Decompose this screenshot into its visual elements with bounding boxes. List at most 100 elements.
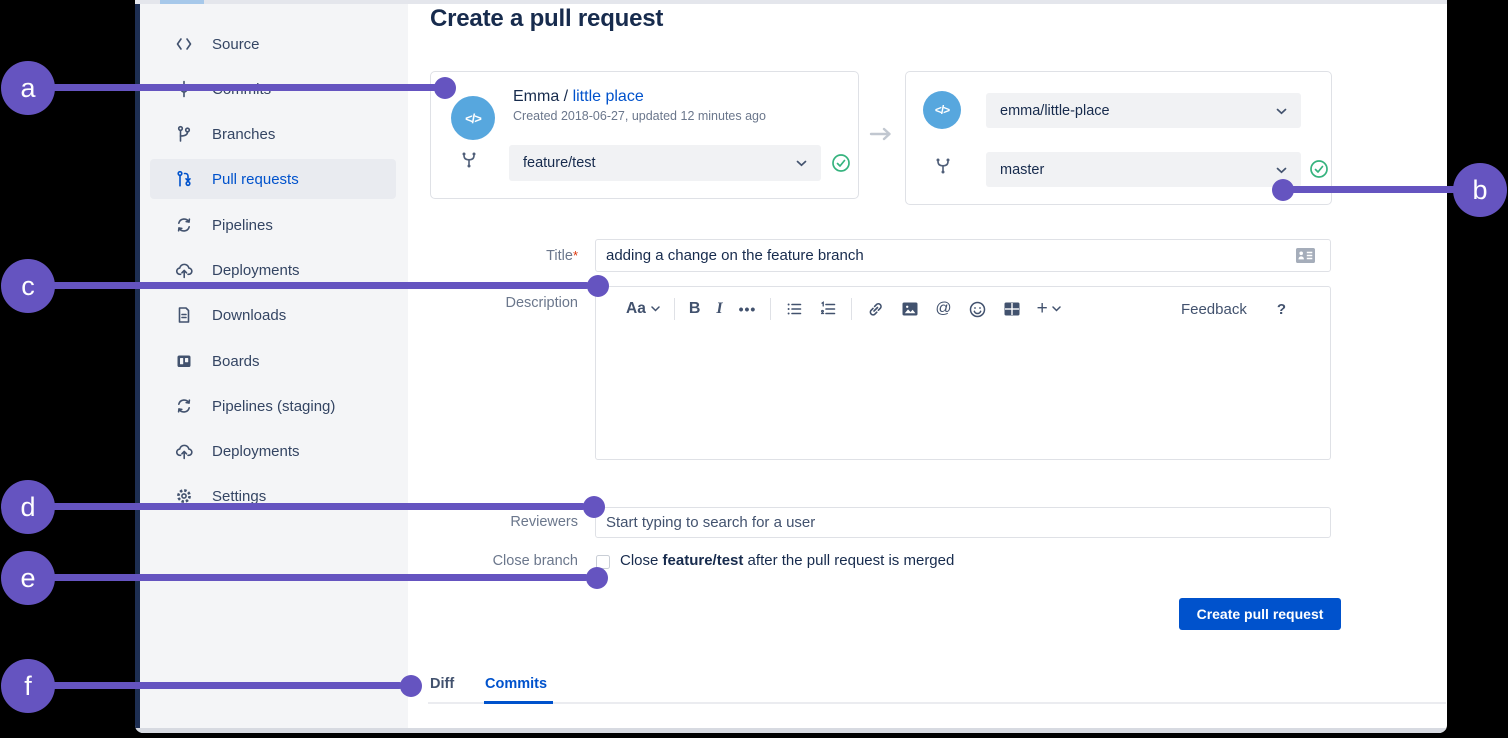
annotation-dot-e (586, 567, 608, 589)
branch-icon (933, 156, 953, 181)
more-formatting-button[interactable]: ••• (738, 301, 757, 317)
feedback-link[interactable]: Feedback (1180, 300, 1247, 318)
sidebar-item-downloads[interactable]: Downloads (150, 295, 396, 335)
code-glyph: </> (465, 110, 482, 126)
sidebar-item-boards[interactable]: Boards (150, 341, 396, 381)
source-branch-valid-icon (831, 153, 851, 178)
pipelines-icon (175, 216, 193, 234)
sidebar-item-pipelines-staging[interactable]: Pipelines (staging) (150, 386, 396, 426)
destination-branch-select[interactable]: master (986, 152, 1301, 187)
description-editor: Aa B I ••• @ (595, 286, 1331, 460)
annotation-line-f (50, 682, 403, 689)
annotation-line-b (1288, 186, 1458, 193)
toolbar-divider (770, 298, 772, 320)
pull-request-icon (175, 170, 193, 188)
boards-icon (175, 352, 193, 370)
annotation-marker-f: f (1, 659, 55, 713)
annotation-dot-b (1272, 179, 1294, 201)
sidebar-item-source[interactable]: Source (150, 24, 396, 64)
required-asterisk: * (572, 248, 578, 263)
chevron-down-icon (796, 155, 807, 171)
tab-active-indicator (484, 701, 553, 704)
chevron-down-icon (651, 306, 660, 312)
code-icon (175, 35, 193, 53)
repo-owner: Emma (513, 88, 564, 105)
close-branch-text: Close feature/test after the pull reques… (620, 552, 955, 569)
bottom-edge-strip (135, 728, 1447, 733)
tab-diff[interactable]: Diff (430, 676, 455, 692)
editor-toolbar: Aa B I ••• @ (596, 287, 1330, 331)
insert-more-button[interactable]: + (1037, 298, 1061, 320)
sidebar-item-branches[interactable]: Branches (150, 114, 396, 154)
toolbar-divider (673, 298, 675, 320)
annotation-dot-a (434, 77, 456, 99)
destination-branch-valid-icon (1309, 159, 1329, 184)
reviewers-label: Reviewers (510, 514, 578, 530)
annotation-marker-d: d (1, 480, 55, 534)
close-branch-name: feature/test (662, 552, 744, 569)
bitbucket-window: Source Commits Branches Pull requests (135, 0, 1447, 733)
toolbar-divider (851, 298, 853, 320)
arrow-right-icon (868, 124, 895, 149)
create-pull-request-button[interactable]: Create pull request (1179, 598, 1341, 630)
branches-icon (175, 125, 193, 143)
repo-link[interactable]: little place (572, 88, 644, 105)
italic-button[interactable]: I (716, 300, 723, 317)
sidebar-item-pipelines[interactable]: Pipelines (150, 205, 396, 245)
commit-message-card-icon[interactable] (1295, 247, 1316, 269)
emoji-icon[interactable] (968, 300, 987, 319)
source-branch-card: </> Emma / little place Created 2018-06-… (430, 71, 859, 199)
chevron-down-icon (1051, 306, 1061, 312)
description-label: Description (505, 295, 578, 311)
annotation-marker-b: b (1453, 163, 1507, 217)
close-branch-label: Close branch (492, 553, 578, 569)
bold-button[interactable]: B (688, 300, 701, 317)
annotation-dot-d (583, 496, 605, 518)
pipelines-icon (175, 397, 193, 415)
branch-icon (459, 150, 479, 175)
gear-icon (175, 487, 193, 505)
annotation-marker-c: c (1, 259, 55, 313)
tab-underline-track (428, 702, 1446, 704)
sidebar-item-pull-requests[interactable]: Pull requests (150, 159, 396, 199)
sidebar-item-deployments-2[interactable]: Deployments (150, 431, 396, 471)
repo-avatar: </> (923, 91, 961, 129)
chevron-down-icon (1276, 162, 1287, 178)
text-style-button[interactable]: Aa (626, 300, 660, 318)
repo-title: Emma / little place (513, 88, 644, 106)
sidebar: Source Commits Branches Pull requests (140, 4, 408, 728)
annotation-marker-e: e (1, 551, 55, 605)
table-icon[interactable] (1003, 300, 1021, 318)
description-editor-content[interactable] (596, 331, 1330, 459)
numbered-list-icon[interactable] (819, 300, 837, 318)
top-edge-blue-fragment (160, 0, 204, 4)
repo-avatar: </> (451, 96, 495, 140)
sidebar-item-deployments[interactable]: Deployments (150, 250, 396, 290)
source-branch-select[interactable]: feature/test (509, 145, 821, 181)
chevron-down-icon (1276, 103, 1287, 119)
downloads-icon (175, 306, 193, 324)
page-title: Create a pull request (430, 5, 664, 32)
repo-separator: / (563, 88, 573, 105)
annotation-line-e (50, 574, 589, 581)
annotation-line-a (50, 84, 446, 91)
annotation-dot-f (400, 675, 422, 697)
image-icon[interactable] (901, 300, 919, 318)
deployments-icon (175, 261, 193, 279)
annotation-marker-a: a (1, 61, 55, 115)
bullet-list-icon[interactable] (785, 300, 803, 318)
destination-repo-select[interactable]: emma/little-place (986, 93, 1301, 128)
source-branch-value: feature/test (523, 155, 596, 171)
title-label: Title* (546, 248, 578, 264)
annotation-dot-c (587, 275, 609, 297)
link-icon[interactable] (866, 300, 885, 319)
destination-branch-value: master (1000, 161, 1045, 178)
tab-commits[interactable]: Commits (485, 676, 548, 692)
title-input[interactable] (595, 239, 1331, 272)
mention-icon[interactable]: @ (935, 300, 952, 317)
sidebar-item-settings[interactable]: Settings (150, 476, 396, 516)
destination-branch-card: </> emma/little-place master (905, 71, 1332, 205)
help-button[interactable]: ? (1276, 300, 1286, 318)
reviewers-input[interactable] (595, 507, 1331, 538)
